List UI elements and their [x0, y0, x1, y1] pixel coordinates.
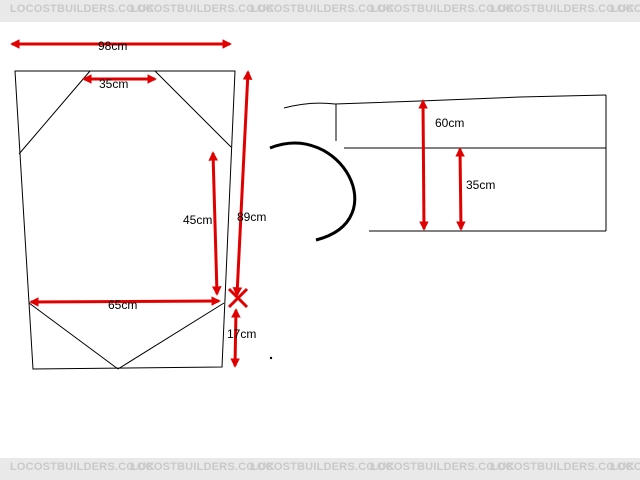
arrow-bottom-cut: [230, 308, 241, 368]
dimension-arrows: [10, 39, 466, 368]
watermark-text: LOCOSTBUILDERS.CO.UK: [130, 461, 275, 473]
watermark-text: LOCOSTBUILDERS.CO.UK: [370, 461, 515, 473]
label-height: 89cm: [237, 210, 266, 224]
watermark-text: LOCOSTBUILDERS.CO.UK: [490, 461, 635, 473]
watermark-text: LOCOSTBUILDERS.CO.UK: [10, 461, 155, 473]
label-bottom-width: 65cm: [108, 298, 137, 312]
arrow-side-inner: [208, 151, 222, 296]
arrow-height: [232, 70, 253, 297]
watermark-text: LOCOSTBUILDERS.CO.UK: [490, 3, 635, 15]
left-panel: [14, 70, 236, 370]
top-left-chamfer: [18, 70, 91, 155]
arrow-cross-b: [227, 287, 249, 309]
bottom-left-chamfer: [28, 302, 119, 370]
watermark-text: LOCOSTBUILDERS.CO.UK: [610, 3, 640, 15]
label-top-width: 98cm: [98, 39, 127, 53]
bottom-right-chamfer: [117, 302, 225, 370]
watermark-row-top: LOCOSTBUILDERS.CO.UKLOCOSTBUILDERS.CO.UK…: [0, 3, 640, 15]
watermark-row-bottom: LOCOSTBUILDERS.CO.UKLOCOSTBUILDERS.CO.UK…: [0, 461, 640, 473]
wheel-arch: [269, 141, 357, 242]
watermark-text: LOCOSTBUILDERS.CO.UK: [250, 3, 395, 15]
left-panel-outline: [14, 70, 236, 370]
label-bottom-cut: 17cm: [227, 327, 256, 341]
stray-dot: [269, 356, 273, 360]
watermark-text: LOCOSTBUILDERS.CO.UK: [10, 3, 155, 15]
watermark-band-top: LOCOSTBUILDERS.CO.UKLOCOSTBUILDERS.CO.UK…: [0, 0, 640, 22]
label-right-inner: 35cm: [466, 178, 495, 192]
watermark-band-bottom: LOCOSTBUILDERS.CO.UKLOCOSTBUILDERS.CO.UK…: [0, 458, 640, 480]
watermark-text: LOCOSTBUILDERS.CO.UK: [610, 461, 640, 473]
label-right-total: 60cm: [435, 116, 464, 130]
watermark-text: LOCOSTBUILDERS.CO.UK: [370, 3, 515, 15]
label-side-inner: 45cm: [183, 213, 212, 227]
arrow-right-total: [418, 99, 429, 231]
watermark-text: LOCOSTBUILDERS.CO.UK: [250, 461, 395, 473]
arrow-bottom-width: [29, 296, 221, 307]
watermark-text: LOCOSTBUILDERS.CO.UK: [130, 3, 275, 15]
top-right-chamfer: [154, 70, 232, 148]
arrow-right-inner: [455, 147, 466, 231]
right-panel-top-edge: [283, 94, 607, 109]
label-top-cut: 35cm: [99, 77, 128, 91]
right-panel: [283, 94, 607, 232]
